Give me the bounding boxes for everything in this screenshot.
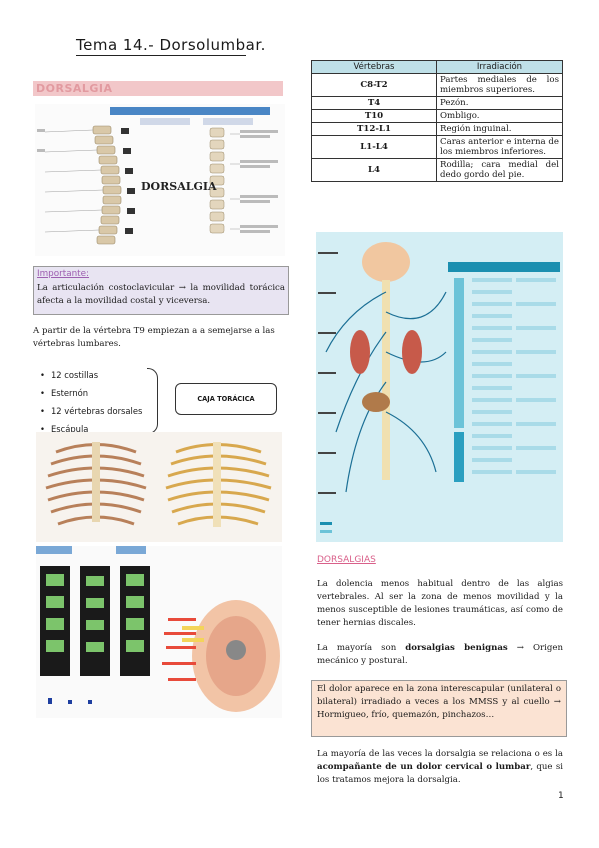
p3-post: , que si los tratamos mejora la dorsalgi… bbox=[317, 762, 563, 785]
table-header-irradiacion: Irradiación bbox=[436, 60, 563, 74]
importante-box: Importante: La articulación costoclavicu… bbox=[33, 266, 289, 315]
table-cell-irradiacion: Caras anterior e interna de los miembros… bbox=[436, 135, 563, 159]
peach-box: El dolor aparece en la zona interescapul… bbox=[311, 680, 567, 737]
list-item: 12 costillas bbox=[40, 366, 142, 384]
table-cell-vertebra: C8-T2 bbox=[311, 73, 437, 97]
nervous-system-figure bbox=[316, 232, 563, 542]
spine-muscles-icon bbox=[36, 546, 280, 712]
peach-text: El dolor aparece en la zona interescapul… bbox=[317, 684, 561, 720]
spine-muscles-figure bbox=[36, 546, 282, 718]
p2-pre: La mayoría son bbox=[317, 643, 406, 653]
table-cell-vertebra: T4 bbox=[311, 96, 437, 110]
dorsalgia-figure-label: DORSALGIA bbox=[141, 180, 217, 193]
nervous-system-icon bbox=[318, 242, 560, 533]
list-item: Esternón bbox=[40, 384, 142, 402]
caja-toracica-box: CAJA TORÁCICA bbox=[175, 383, 277, 415]
brace-icon bbox=[147, 368, 158, 434]
table-cell-irradiacion: Pezón. bbox=[436, 96, 563, 110]
t9-paragraph: A partir de la vértebra T9 empiezan a a … bbox=[33, 326, 275, 349]
dorsalgia-spine-figure: DORSALGIA bbox=[35, 104, 285, 256]
table-header-row: Vértebras Irradiación bbox=[311, 60, 563, 74]
bullet-list: 12 costillas Esternón 12 vértebras dorsa… bbox=[40, 366, 142, 438]
title-underline bbox=[76, 55, 246, 56]
p2-bold: dorsalgias benignas bbox=[405, 643, 508, 653]
table-cell-vertebra: L1-L4 bbox=[311, 135, 437, 159]
dorsalgia-header: DORSALGIA bbox=[33, 81, 283, 96]
page-title: Tema 14.- Dorsolumbar. bbox=[76, 36, 266, 54]
section-paragraph-2: La mayoría son dorsalgias benignas → Ori… bbox=[317, 642, 563, 668]
p3-bold: acompañante de un dolor cervical o lumba… bbox=[317, 762, 531, 772]
spine-diagram-icon: DORSALGIA bbox=[37, 107, 278, 245]
page-number: 1 bbox=[558, 791, 564, 801]
list-item: 12 vértebras dorsales bbox=[40, 402, 142, 420]
rib-cage-figure bbox=[36, 432, 282, 542]
importante-label: Importante: bbox=[37, 269, 89, 279]
section-paragraph-1: La dolencia menos habitual dentro de las… bbox=[317, 579, 563, 628]
table-cell-irradiacion: Región inguinal. bbox=[436, 122, 563, 136]
table-cell-vertebra: L4 bbox=[311, 158, 437, 182]
table-cell-vertebra: T12-L1 bbox=[311, 122, 437, 136]
dorsalgia-header-text: DORSALGIA bbox=[36, 82, 113, 95]
p2-post: → Origen mecánico y postural. bbox=[317, 643, 563, 666]
table-cell-irradiacion: Ombligo. bbox=[436, 109, 563, 123]
table-cell-irradiacion: Partes mediales de los miembros superior… bbox=[436, 73, 563, 97]
list-item: Escápula bbox=[40, 420, 142, 438]
importante-text: La articulación costoclavicular → la mov… bbox=[37, 283, 285, 306]
table-cell-vertebra: T10 bbox=[311, 109, 437, 123]
section-paragraph-3: La mayoría de las veces la dorsalgia se … bbox=[317, 748, 563, 787]
p3-pre: La mayoría de las veces la dorsalgia se … bbox=[317, 749, 563, 759]
table-header-vertebras: Vértebras bbox=[311, 60, 437, 74]
section-title: DORSALGIAS bbox=[317, 555, 376, 565]
table-cell-irradiacion: Rodilla; cara medial del dedo gordo del … bbox=[436, 158, 563, 182]
rib-cage-icon bbox=[45, 442, 272, 527]
